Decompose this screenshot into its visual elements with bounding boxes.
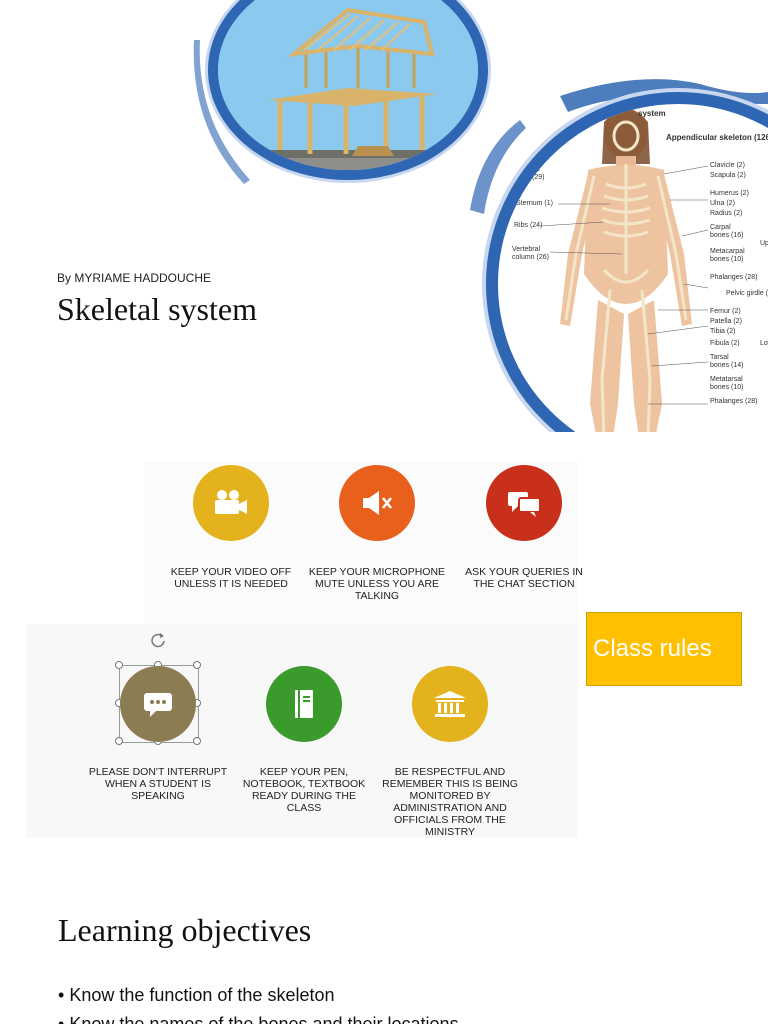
diagram-right-label: bones (10) xyxy=(710,256,744,263)
diagram-right-label: Clavicle (2) xyxy=(710,162,746,169)
diagram-header-left: system xyxy=(638,109,666,118)
diagram-right-label: Phalanges (28) xyxy=(710,398,758,405)
speech-bubble-icon xyxy=(120,666,196,742)
bullet-text: Know the function of the skeleton xyxy=(69,985,335,1005)
diagram-left-label: column (26) xyxy=(512,254,549,261)
author-byline: By MYRIAME HADDOUCHE xyxy=(57,271,212,285)
diagram-right-label: Femur (2) xyxy=(710,308,741,315)
slide-title: Learning objectives xyxy=(58,912,312,948)
slide-title: Skeletal system xyxy=(57,291,257,327)
diagram-right-label: Patella (2) xyxy=(710,318,742,325)
chat-bubbles-icon xyxy=(486,465,562,541)
institution-icon xyxy=(412,666,488,742)
diagram-right-label: Ulna (2) xyxy=(710,200,735,207)
rule-text: BE RESPECTFUL AND REMEMBER THIS IS BEING… xyxy=(382,766,518,838)
rule-text: KEEP YOUR VIDEO OFF UNLESS IT IS NEEDED xyxy=(170,566,292,590)
notebook-icon xyxy=(266,666,342,742)
video-camera-icon xyxy=(193,465,269,541)
diagram-right-label: Metacarpal xyxy=(710,248,745,255)
diagram-left-label: Vertebral xyxy=(512,246,541,253)
diagram-group-lower: Lower limbs (60) xyxy=(760,340,768,347)
resize-handle[interactable] xyxy=(115,737,123,745)
rule-text: PLEASE DON'T INTERRUPT WHEN A STUDENT IS… xyxy=(88,766,228,802)
diagram-header-right: Appendicular skeleton (126) xyxy=(666,133,768,142)
rule-text: ASK YOUR QUERIES IN THE CHAT SECTION xyxy=(465,566,583,590)
diagram-group-upper: Upper limbs (60) xyxy=(760,240,768,247)
diagram-right-label: Scapula (2) xyxy=(710,172,746,179)
skeleton-diagram-image: system Appendicular skeleton (126) ed (2… xyxy=(486,92,768,432)
diagram-left-label: (29) xyxy=(532,174,545,181)
diagram-right-label: Pelvic girdle (2) xyxy=(726,290,768,297)
resize-handle[interactable] xyxy=(115,661,123,669)
speaker-mute-icon xyxy=(339,465,415,541)
slide-learning-objectives: Learning objectives • Know the function … xyxy=(0,864,768,1024)
diagram-right-label: bones (14) xyxy=(710,362,744,369)
resize-handle[interactable] xyxy=(193,737,201,745)
bullet-item: • Know the function of the skeleton xyxy=(58,985,335,1005)
resize-handle[interactable] xyxy=(193,661,201,669)
diagram-right-label: Metatarsal xyxy=(710,376,743,383)
rotate-handle-icon[interactable] xyxy=(150,632,166,648)
diagram-right-label: bones (10) xyxy=(710,384,744,391)
diagram-right-label: bones (16) xyxy=(710,232,744,239)
diagram-right-label: Carpal xyxy=(710,224,731,231)
diagram-right-label: Fibula (2) xyxy=(710,340,740,347)
rule-text: KEEP YOUR MICROPHONE MUTE UNLESS YOU ARE… xyxy=(308,566,446,602)
diagram-right-label: Phalanges (28) xyxy=(710,274,758,281)
diagram-left-label: Sternum (1) xyxy=(516,200,553,207)
diagram-right-label: Radius (2) xyxy=(710,210,743,217)
house-frame-image xyxy=(208,0,488,180)
slide-skeletal-system: system Appendicular skeleton (126) ed (2… xyxy=(0,0,768,432)
class-rules-label: Class rules xyxy=(586,612,742,686)
diagram-right-label: Humerus (2) xyxy=(710,190,749,197)
slide-class-rules: KEEP YOUR VIDEO OFF UNLESS IT IS NEEDED … xyxy=(0,432,768,864)
diagram-right-label: Tarsal xyxy=(710,354,729,361)
bullet-item: • Know the names of the bones and their … xyxy=(58,1014,459,1024)
rule-text: KEEP YOUR PEN, NOTEBOOK, TEXTBOOK READY … xyxy=(242,766,366,814)
diagram-right-label: Tibia (2) xyxy=(710,328,736,335)
bullet-text: Know the names of the bones and their lo… xyxy=(69,1014,459,1024)
diagram-left-label: Ribs (24) xyxy=(514,222,543,229)
diagram-left-label: ed xyxy=(532,166,540,173)
skeleton-figure xyxy=(539,108,709,432)
